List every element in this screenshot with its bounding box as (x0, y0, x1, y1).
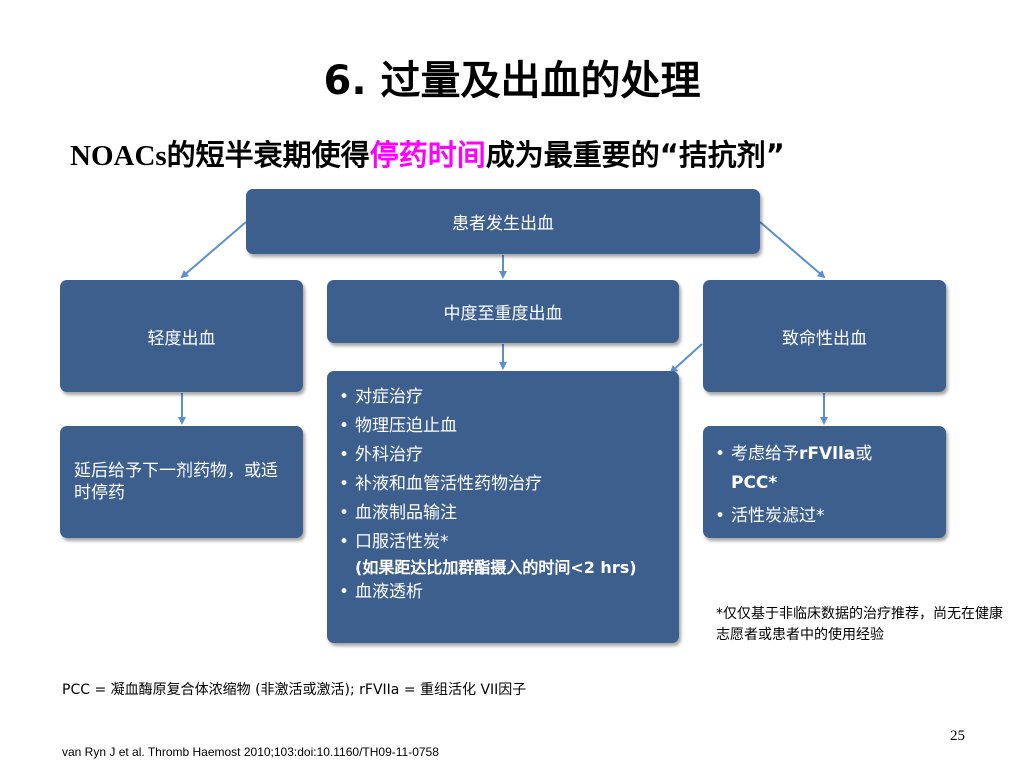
list-item: 考虑给予rFVlla或 PCC* (713, 440, 936, 498)
footnote: *仅仅基于非临床数据的治疗推荐，尚无在健康志愿者或患者中的使用经验 (716, 606, 1003, 643)
list-item: 外科治疗 (337, 441, 669, 470)
list-item: 血液透析 (337, 578, 669, 607)
list-item: 活性炭滤过* (713, 502, 936, 531)
arrow-root-to-fatal (759, 221, 826, 279)
charcoal-item-label: 口服活性炭* (355, 532, 449, 552)
node-mild-label: 轻度出血 (147, 328, 216, 349)
node-root-label: 患者发生出血 (452, 214, 554, 234)
fatal-item1-drug: rFVlla (799, 444, 856, 464)
arrow-fatal-to-moderate-actions (669, 343, 703, 374)
page-number: 25 (950, 728, 965, 744)
abbreviations: PCC = 凝血酶原复合体浓缩物 (非激活或激活); rFVIIa = 重组活化… (62, 682, 527, 698)
slide-title: 6. 过量及出血的处理 (323, 58, 701, 104)
list-item: 对症治疗 (337, 383, 669, 412)
node-mild-action: 延后给予下一剂药物，或适时停药 (60, 426, 303, 538)
subtitle-part3: 成为最重要的“拮抗剂” (485, 138, 785, 172)
node-fatal-actions: 考虑给予rFVlla或 PCC* 活性炭滤过* (703, 426, 946, 538)
list-item: 口服活性炭* (如果距达比加群酯摄入的时间<2 hrs) (337, 528, 669, 578)
moderate-actions-list: 对症治疗 物理压迫止血 外科治疗 补液和血管活性药物治疗 血液制品输注 口服活性… (337, 383, 669, 607)
node-fatal: 致命性出血 (703, 280, 946, 392)
node-mild: 轻度出血 (60, 280, 303, 392)
node-moderate: 中度至重度出血 (327, 280, 679, 343)
arrow-root-to-mild (180, 221, 247, 279)
subtitle-part2: 的短半衰期使得 (166, 138, 370, 172)
reference: van Ryn J et al. Thromb Haemost 2010;103… (62, 745, 439, 759)
charcoal-item-condition: (如果距达比加群酯摄入的时间<2 hrs) (355, 558, 637, 577)
mild-action-text: 延后给予下一剂药物，或适时停药 (74, 461, 278, 503)
node-fatal-label: 致命性出血 (782, 328, 867, 349)
fatal-item1-prefix: 考虑给予 (731, 444, 799, 464)
subtitle-highlight: 停药时间 (369, 138, 486, 172)
subtitle-noacs: NOACs (70, 140, 167, 172)
list-item: 补液和血管活性药物治疗 (337, 470, 669, 499)
node-moderate-label: 中度至重度出血 (443, 304, 563, 324)
list-item: 物理压迫止血 (337, 412, 669, 441)
fatal-item1-suffix: 或 (855, 444, 873, 464)
node-moderate-actions: 对症治疗 物理压迫止血 外科治疗 补液和血管活性药物治疗 血液制品输注 口服活性… (327, 371, 679, 643)
list-item: 血液制品输注 (337, 499, 669, 528)
fatal-item1-pcc: PCC* (731, 473, 778, 493)
fatal-actions-list: 考虑给予rFVlla或 PCC* 活性炭滤过* (713, 440, 936, 531)
node-root: 患者发生出血 (246, 189, 760, 254)
slide-subtitle: NOACs的短半衰期使得停药时间成为最重要的“拮抗剂” (70, 132, 785, 174)
